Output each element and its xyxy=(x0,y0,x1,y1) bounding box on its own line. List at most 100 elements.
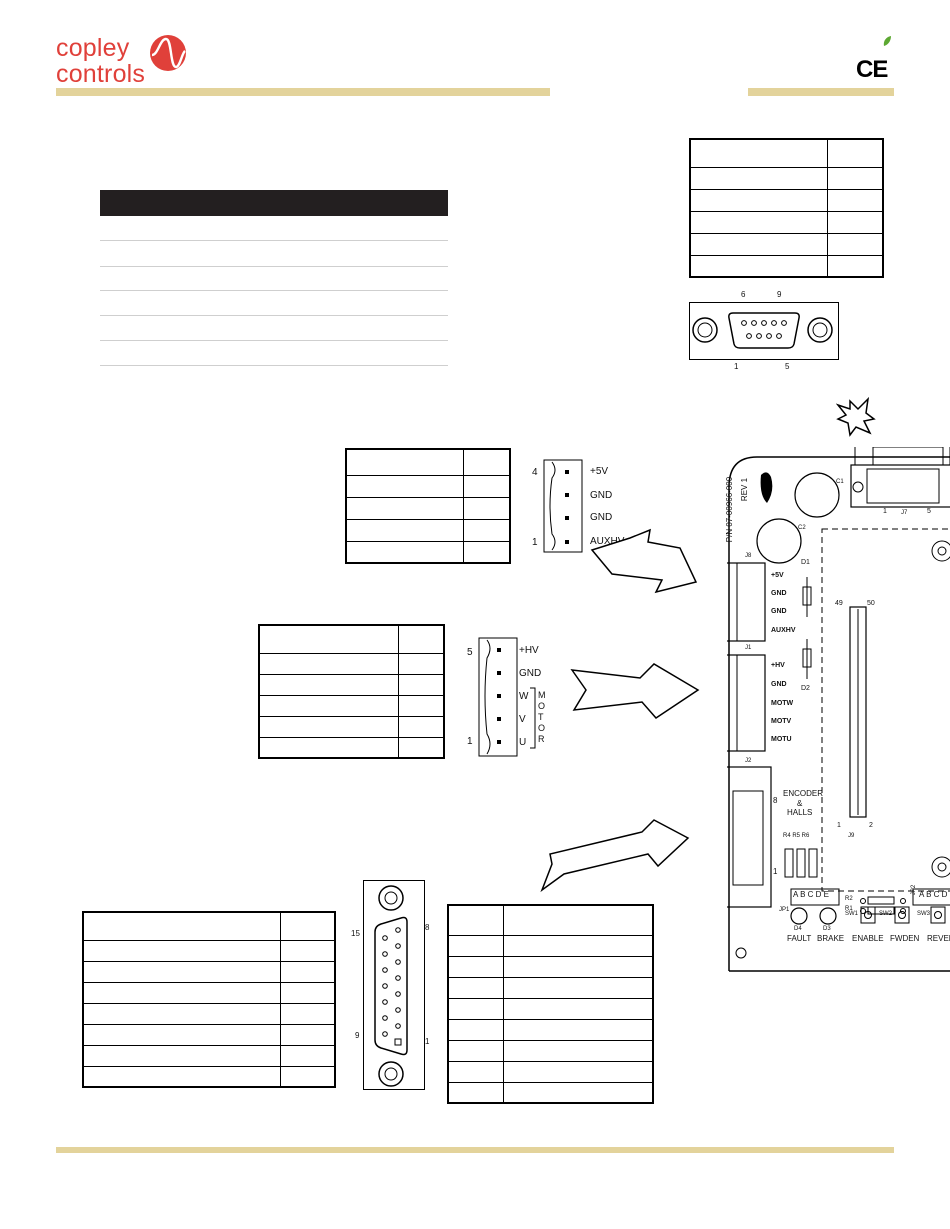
table-row xyxy=(100,315,448,316)
j7-board-pin: 1 xyxy=(883,508,887,515)
switch-ref: SW2 xyxy=(879,911,893,917)
header-rule-right xyxy=(748,88,894,96)
j2-pin-table xyxy=(82,911,336,1088)
j7-connector-drawing xyxy=(689,302,839,360)
motor-label: R xyxy=(538,734,545,744)
leaf-icon xyxy=(883,36,891,46)
c2-label: C2 xyxy=(798,525,806,531)
j1-terminal-icon xyxy=(478,637,536,757)
led-name: FAULT xyxy=(787,934,812,943)
j8-signal-label: AUXHV xyxy=(590,536,625,547)
led-ref: D4 xyxy=(794,926,802,932)
j8-board-signal: GND xyxy=(771,608,787,615)
j9-label: J9 xyxy=(848,833,855,839)
j2-board-pin: 1 xyxy=(773,867,778,876)
table-row xyxy=(100,266,448,267)
motor-label: O xyxy=(538,701,546,711)
starburst-arrow-icon xyxy=(836,397,876,437)
j1-signal-label: V xyxy=(519,714,526,725)
j2-signal-table xyxy=(447,904,654,1104)
jp2-label: JP2 xyxy=(911,884,918,896)
board-part-number: P/N 07-00966-000 xyxy=(725,476,735,543)
j2-board-pin: 8 xyxy=(773,796,778,805)
board-rev: REV 1 xyxy=(740,477,750,502)
r2-label: R2 xyxy=(845,896,853,902)
switch-name: FWDEN xyxy=(890,934,920,943)
j8-board-signal: AUXHV xyxy=(771,627,796,634)
spec-table xyxy=(100,190,448,368)
j8-board-signal: GND xyxy=(771,590,787,597)
j1-board-signal: MOTU xyxy=(771,736,792,743)
arrow-to-j2-icon xyxy=(540,819,690,893)
jp2-letters: A B C D xyxy=(919,890,948,899)
j2-pin-label: 8 xyxy=(425,923,430,932)
j7-pin-label: 5 xyxy=(785,362,790,371)
resistor-labels: R4 R5 R6 xyxy=(783,833,810,839)
j9-pin: 50 xyxy=(867,600,875,607)
j1-signal-label: GND xyxy=(519,668,542,679)
j1-signal-label: U xyxy=(519,737,527,748)
j7-board-label: J7 xyxy=(901,510,908,516)
j1-board-signal: MOTW xyxy=(771,700,794,707)
spec-table-header xyxy=(100,190,448,216)
table-row xyxy=(100,340,448,341)
j9-pin: 1 xyxy=(837,822,841,829)
switch-ref: SW3 xyxy=(917,911,931,917)
j1-board-signal: MOTV xyxy=(771,718,792,725)
arrow-to-j8-icon xyxy=(590,528,698,594)
switch-ref: SW1 xyxy=(845,911,859,917)
j1-pin-label: 1 xyxy=(467,736,473,747)
jp1-label: JP1 xyxy=(779,907,790,913)
board-drawing: P/N 07-00966-000 REV 1 C1 C2 J7 1 5 D1 D… xyxy=(725,447,950,974)
j1-signal-label: W xyxy=(519,691,529,702)
table-row xyxy=(100,290,448,291)
j7-board-pin: 5 xyxy=(927,508,931,515)
j1-board-label: J1 xyxy=(745,645,752,651)
j7-pin-label: 6 xyxy=(741,290,746,299)
switch-name: REVEN xyxy=(927,934,950,943)
j8-pin-label: 4 xyxy=(532,467,538,478)
j9-pin: 49 xyxy=(835,600,843,607)
j2-board-label: J2 xyxy=(745,758,752,764)
j2-pin-label: 15 xyxy=(351,929,360,938)
j7-pin-label: 9 xyxy=(777,290,782,299)
switch-name: ENABLE xyxy=(852,934,884,943)
logo-wave-icon xyxy=(150,35,186,71)
motor-label: O xyxy=(538,723,546,733)
j9-pin: 2 xyxy=(869,822,873,829)
header-rule-left xyxy=(56,88,550,96)
j7-pin-label: 1 xyxy=(734,362,739,371)
d2-label: D2 xyxy=(801,685,810,692)
j1-pin-table xyxy=(258,624,445,759)
j8-signal-label: +5V xyxy=(590,466,609,477)
j2-connector-drawing xyxy=(363,880,425,1090)
encoder-label: ENCODER xyxy=(783,789,824,798)
j8-terminal-icon xyxy=(543,459,583,553)
led-name: BRAKE xyxy=(817,934,845,943)
logo-controls: controls xyxy=(56,60,146,88)
j1-signal-label: +HV xyxy=(519,645,539,656)
jp1-letters: A B C D E xyxy=(793,890,830,899)
encoder-label: & xyxy=(797,799,803,808)
board-outline xyxy=(727,447,950,972)
logo-copley: copley xyxy=(56,34,130,62)
j1-pin-label: 5 xyxy=(467,647,473,658)
j1-board-signal: GND xyxy=(771,681,787,688)
j8-board-signal: +5V xyxy=(771,572,784,579)
encoder-label: HALLS xyxy=(787,808,813,817)
motor-label: T xyxy=(538,712,544,722)
table-row xyxy=(100,240,448,241)
j8-board-label: J8 xyxy=(745,553,752,559)
d1-label: D1 xyxy=(801,559,810,566)
j2-pin-label: 1 xyxy=(425,1037,430,1046)
j8-signal-label: GND xyxy=(590,490,613,501)
c1-label: C1 xyxy=(836,479,844,485)
j7-pin-table xyxy=(689,138,884,278)
j8-signal-label: GND xyxy=(590,512,613,523)
db15-connector-icon xyxy=(374,885,408,1087)
r1-label: R1 xyxy=(845,906,853,912)
arrow-to-j1-icon xyxy=(570,663,700,719)
j8-pin-label: 1 xyxy=(532,537,538,548)
table-row xyxy=(100,365,448,366)
j1-board-signal: +HV xyxy=(771,662,785,669)
